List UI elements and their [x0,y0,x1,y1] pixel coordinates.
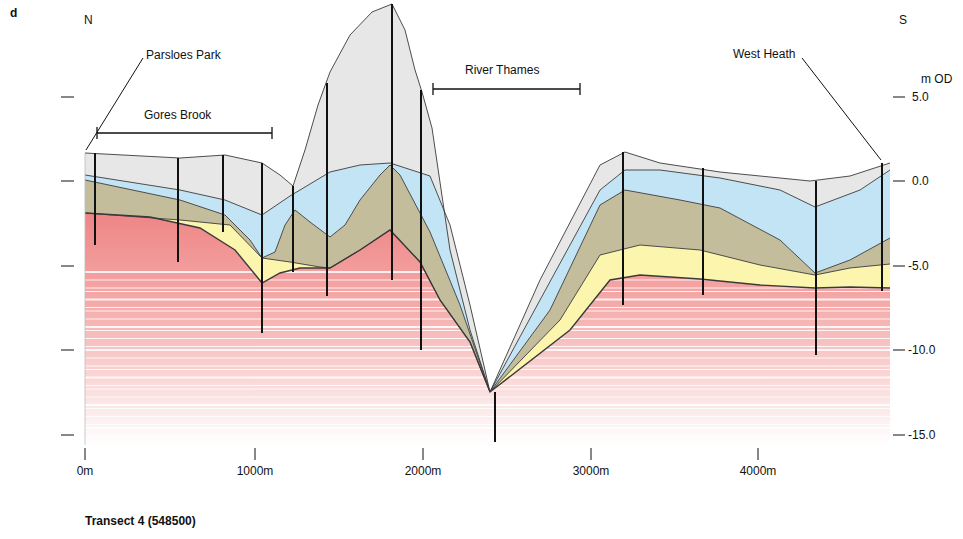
place-label: Parsloes Park [146,48,221,62]
axis-tick [61,97,74,98]
texture-band [85,358,890,359]
section-edge [85,153,86,445]
leader-line [802,58,881,160]
axis-tick [591,448,592,460]
texture-band [85,377,890,379]
axis-value: -15.0 [908,428,935,442]
extent-bracket [97,127,272,139]
texture-band [85,408,890,409]
borehole [391,4,393,280]
texture-band [85,291,890,292]
texture-band [85,299,890,301]
axis-tick [85,448,86,460]
texture-band [85,369,890,370]
axis-tick [61,181,74,182]
place-label: West Heath [733,47,795,61]
axis-title: m OD [921,72,952,86]
layer-boundary [85,165,890,392]
texture-band [85,397,890,398]
axis-value: 5.0 [912,90,929,104]
layer-boundary [85,213,890,392]
texture-band [85,271,890,273]
leader-line [86,58,143,150]
borehole [326,83,328,296]
axis-tick [893,97,905,98]
borehole [881,163,883,291]
axis-value: 3000m [573,464,610,478]
layer-boundary [85,163,890,392]
texture-band [85,330,890,331]
texture-band [85,338,890,339]
direction-label: S [899,13,907,27]
texture-band [85,424,890,425]
place-label: River Thames [465,63,539,77]
clay-layer [85,163,890,392]
axis-tick [758,448,759,460]
made-ground-layer [85,4,890,392]
borehole [622,152,624,305]
layer-boundary [85,4,890,392]
axis-tick [61,435,74,436]
texture-band [85,349,890,351]
texture-band [85,436,890,437]
axis-tick [61,266,74,267]
axis-value: 0m [77,464,94,478]
place-label: Gores Brook [144,108,211,122]
texture-band [85,416,890,417]
axis-tick [893,435,905,436]
texture-band [85,389,890,390]
texture-band [85,319,890,320]
texture-band [85,311,890,312]
borehole [815,181,817,355]
borehole [292,186,294,272]
panel-letter: d [10,6,17,20]
borehole [94,153,96,245]
borehole [222,155,224,232]
texture-band [85,288,890,289]
axis-tick [893,266,905,267]
texture-band [85,326,890,328]
borehole [420,90,422,350]
texture-band [85,280,890,281]
layer-boundary [85,213,890,392]
texture-band [85,366,890,367]
axis-value: -5.0 [908,259,929,273]
axis-value: 1000m [237,464,274,478]
texture-band [85,404,890,406]
axis-value: 4000m [740,464,777,478]
direction-label: N [84,13,93,27]
texture-band [85,427,890,429]
caption: Transect 4 (548500) [85,514,196,528]
borehole [494,392,496,442]
axis-tick [423,448,424,460]
extent-bracket [433,83,580,95]
borehole [261,163,263,333]
axis-value: -10.0 [908,343,935,357]
texture-band [85,346,890,347]
axis-tick [893,350,905,351]
axis-tick [61,350,74,351]
axis-tick [893,181,905,182]
axis-tick [255,448,256,460]
axis-value: 0.0 [912,174,929,188]
borehole [177,158,179,262]
borehole [702,168,704,295]
texture-band [85,307,890,308]
axis-value: 2000m [405,464,442,478]
